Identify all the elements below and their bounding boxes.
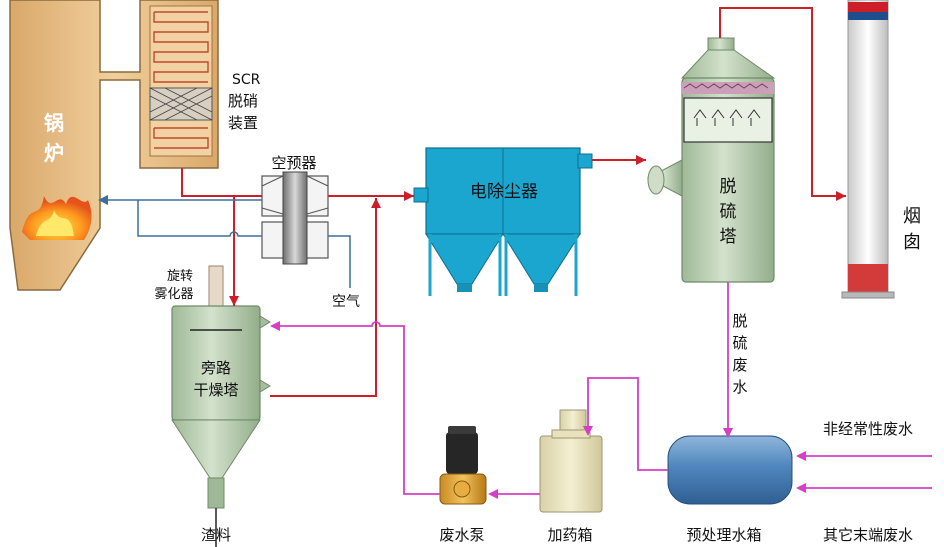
scr-label-1: SCR — [232, 72, 261, 88]
wastewater-lines — [272, 282, 932, 495]
boiler-label-2: 炉 — [44, 141, 64, 165]
other-ww-label: 其它末端废水 — [823, 526, 913, 544]
air-preheater — [261, 171, 329, 265]
electrostatic-precipitator — [413, 147, 593, 296]
flue-gas-lines — [181, 7, 846, 397]
air-preheater-label: 空预器 — [271, 154, 316, 172]
desulf-ww-label-1: 脱 — [732, 312, 747, 330]
chimney-label-1: 烟 — [903, 206, 921, 227]
pretreat-tank-label: 预处理水箱 — [686, 526, 761, 544]
bypass-drying-tower — [171, 265, 271, 509]
air-label: 空气 — [332, 294, 360, 310]
flue-gas-arrows — [229, 155, 846, 306]
atomizer-label-1: 旋转 — [167, 269, 193, 284]
desulf-label-2: 硫 — [720, 202, 737, 222]
scr-label-3: 装置 — [228, 114, 258, 132]
air-arrow — [98, 195, 108, 205]
esp-label: 电除尘器 — [470, 182, 538, 202]
wastewater-arrows — [270, 321, 806, 499]
chimney-label-2: 囱 — [903, 232, 921, 253]
bypass-label-1: 旁路 — [201, 359, 231, 377]
atomizer-label-2: 雾化器 — [154, 287, 193, 302]
bypass-label-2: 干燥塔 — [193, 381, 238, 399]
desulf-label-3: 塔 — [720, 227, 737, 247]
desulf-label-1: 脱 — [720, 177, 737, 197]
chimney — [841, 0, 895, 299]
scr-label-2: 脱硝 — [228, 92, 258, 110]
desulf-ww-label-4: 水 — [732, 378, 747, 396]
desulf-ww-label-2: 硫 — [732, 334, 747, 352]
pretreatment-tank — [667, 435, 793, 505]
desulf-ww-label-3: 废 — [732, 356, 747, 374]
pump-label: 废水泵 — [439, 526, 484, 544]
nonroutine-ww-label: 非经常性废水 — [823, 420, 913, 438]
dosing-tank — [539, 409, 603, 513]
boiler-label-1: 锅 — [44, 111, 64, 135]
desulfurization-tower — [646, 37, 776, 283]
scr-unit — [149, 5, 213, 157]
wastewater-pump — [439, 426, 487, 505]
air-lines — [104, 199, 351, 288]
dosing-tank-label: 加药箱 — [547, 526, 592, 544]
